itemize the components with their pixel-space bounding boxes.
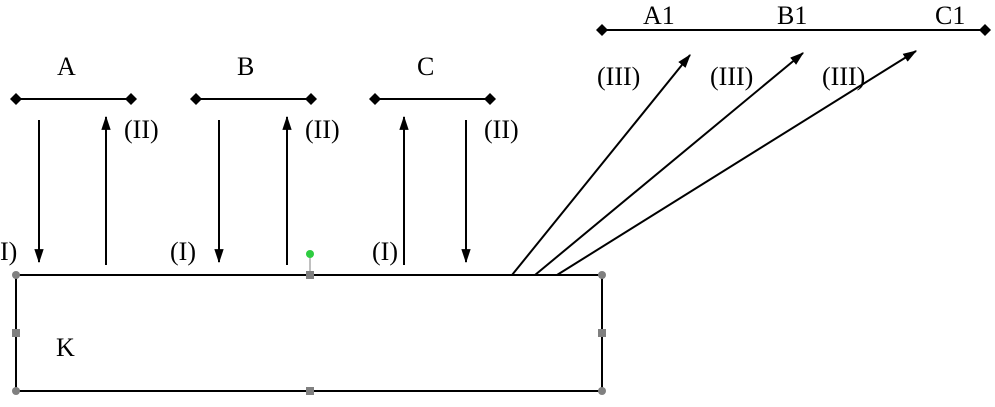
group-a-left-diamond	[10, 93, 22, 105]
group-a: A (II) I)	[0, 52, 159, 266]
group-b: B (II) (I)	[170, 52, 340, 266]
group-b-down-label: (I)	[170, 237, 196, 266]
group-b-right-diamond	[305, 93, 317, 105]
box-k[interactable]: K	[12, 250, 606, 395]
resize-handle-middle-right[interactable]	[598, 329, 606, 337]
group-a-title: A	[57, 52, 76, 81]
top-bar-label-a1: A1	[643, 1, 675, 30]
group-a-down-label: I)	[0, 237, 17, 266]
box-k-rect[interactable]	[15, 274, 603, 392]
group-a-up-label: (II)	[124, 115, 159, 144]
group-b-title: B	[237, 52, 254, 81]
group-c-left-diamond	[369, 93, 381, 105]
group-a-right-diamond	[125, 93, 137, 105]
diagonal-arrows: (III) (III) (III)	[511, 50, 917, 276]
group-c-down-label: (I)	[372, 237, 398, 266]
resize-handle-bottom-left[interactable]	[12, 387, 20, 395]
group-c-title: C	[417, 52, 434, 81]
resize-handle-top-left[interactable]	[12, 271, 20, 279]
diagonal-arrow-c1-label: (III)	[822, 62, 865, 91]
top-bar: A1 B1 C1	[596, 1, 991, 36]
box-k-label: K	[56, 333, 75, 362]
resize-handle-bottom-middle[interactable]	[306, 387, 314, 395]
group-b-up-label: (II)	[305, 115, 340, 144]
diagonal-arrow-a1	[511, 54, 691, 276]
group-c-right-diamond	[484, 93, 496, 105]
diagonal-arrow-b1-label: (III)	[710, 62, 753, 91]
resize-handle-top-right[interactable]	[598, 271, 606, 279]
group-b-left-diamond	[190, 93, 202, 105]
rotate-handle[interactable]	[306, 250, 314, 258]
group-c-up-label: (II)	[484, 115, 519, 144]
resize-handle-top-middle[interactable]	[306, 271, 314, 279]
top-bar-label-c1: C1	[935, 1, 965, 30]
top-bar-right-diamond	[979, 24, 991, 36]
group-c: C (II) (I)	[369, 52, 519, 266]
resize-handle-middle-left[interactable]	[12, 329, 20, 337]
diagonal-arrow-b1	[534, 52, 804, 276]
top-bar-left-diamond	[596, 24, 608, 36]
diagonal-arrow-c1	[556, 50, 917, 276]
resize-handle-bottom-right[interactable]	[598, 387, 606, 395]
top-bar-label-b1: B1	[777, 1, 807, 30]
diagonal-arrow-a1-label: (III)	[597, 62, 640, 91]
